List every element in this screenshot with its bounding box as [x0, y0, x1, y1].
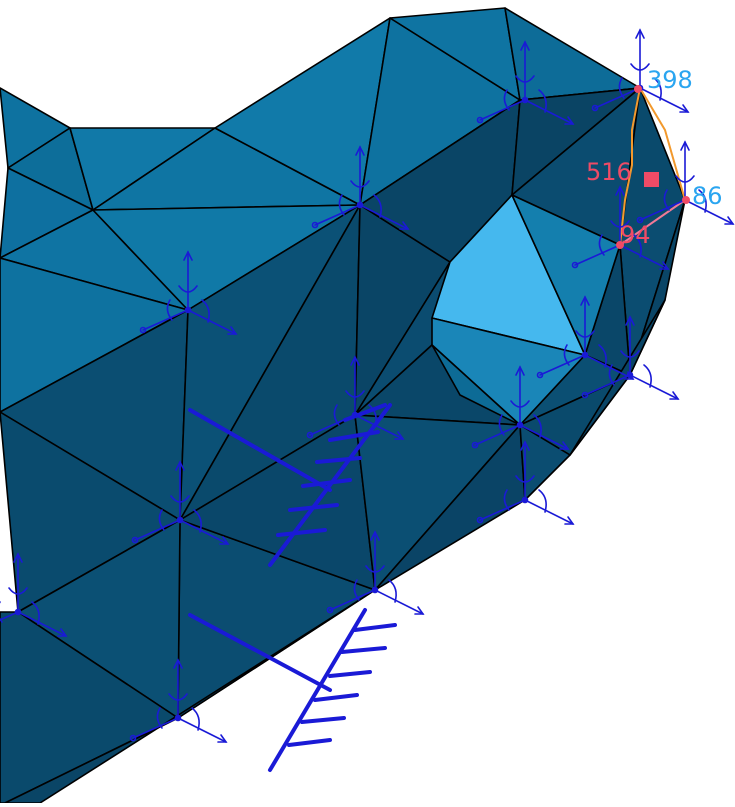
axis-system-icon	[0, 552, 68, 637]
node-point-86[interactable]	[682, 196, 690, 204]
clamp-restraint-icon	[188, 403, 392, 567]
clamp-symbols	[188, 403, 397, 772]
clamp-restraint-icon	[188, 608, 397, 772]
selected-edge	[619, 199, 686, 246]
node-label-94: 94	[620, 221, 651, 249]
axis-system-icon	[591, 28, 690, 113]
selected-edges	[619, 87, 686, 246]
node-label-layer: 398 86 516 94	[586, 66, 723, 249]
mesh-hole-faces	[431, 194, 621, 426]
axis-system-icon	[476, 40, 575, 125]
node-point-94[interactable]	[616, 241, 624, 249]
node-label-516: 516	[586, 158, 632, 186]
selected-point-icon[interactable]	[644, 172, 659, 187]
axis-markers	[0, 28, 735, 743]
axis-system-icon	[326, 530, 425, 615]
node-point-398[interactable]	[634, 85, 642, 93]
axis-system-icon	[129, 658, 228, 743]
mesh-side-faces	[0, 87, 686, 804]
axis-system-icon	[476, 440, 575, 525]
mesh-face	[569, 299, 666, 456]
selected-edge	[619, 87, 641, 246]
axis-system-icon	[131, 460, 230, 545]
mesh-face	[431, 344, 521, 426]
axis-system-icon	[571, 185, 670, 270]
axis-system-icon	[536, 295, 635, 380]
axis-system-icon	[471, 365, 570, 450]
node-label-86: 86	[692, 182, 723, 210]
axis-system-icon	[139, 250, 238, 335]
axis-system-icon	[311, 145, 410, 230]
selected-edge	[639, 87, 686, 201]
axis-system-icon	[306, 355, 405, 440]
mesh-face	[519, 424, 571, 501]
node-label-398: 398	[647, 66, 693, 94]
axis-system-icon	[581, 315, 680, 400]
mesh-face	[511, 194, 621, 356]
